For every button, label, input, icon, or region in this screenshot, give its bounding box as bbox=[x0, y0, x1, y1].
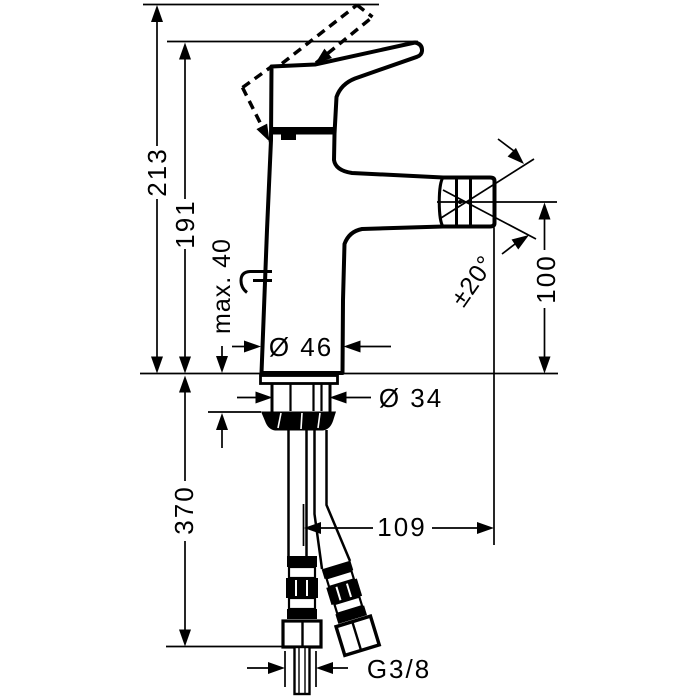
reference-lines bbox=[140, 3, 558, 687]
mounting-shank bbox=[259, 374, 339, 431]
handle-raised-tip bbox=[355, 3, 374, 19]
handle-lowered-edge-top bbox=[241, 65, 273, 89]
thread-tail bbox=[293, 645, 311, 696]
dim-spout-reach-label: 109 bbox=[377, 512, 426, 542]
dim-thread-label: G3/8 bbox=[367, 654, 431, 684]
angle-indicator bbox=[437, 138, 557, 255]
dim-total-height-label: 213 bbox=[142, 147, 172, 196]
left-hose-connector bbox=[281, 556, 323, 696]
dim-shank-diameter-label: Ø 34 bbox=[379, 383, 443, 413]
right-hose-edge bbox=[313, 430, 324, 570]
mounting-nut bbox=[261, 411, 336, 431]
handle-raised-edge-right bbox=[314, 15, 374, 65]
dimension-labels: 213 191 max. 40 370 100 ±20° Ø 46 Ø 34 1… bbox=[142, 147, 561, 684]
cartridge-band bbox=[270, 127, 334, 140]
dim-open-height-label: 191 bbox=[170, 199, 200, 248]
dim-max-thickness-label: max. 40 bbox=[208, 238, 236, 334]
right-hose-connector bbox=[321, 560, 382, 658]
dim-hose-length-label: 370 bbox=[169, 485, 199, 534]
body-outline bbox=[259, 40, 497, 375]
popup-rod bbox=[239, 270, 272, 294]
angle-line-upper bbox=[440, 158, 535, 219]
dim-base-diameter-label: Ø 46 bbox=[269, 332, 333, 362]
dim-spray-angle-label: ±20° bbox=[446, 250, 501, 312]
supply-hoses bbox=[287, 430, 352, 570]
handle-raised-edge-left bbox=[280, 3, 359, 65]
faucet-body bbox=[239, 40, 497, 375]
dimension-lines bbox=[156, 20, 546, 669]
dim-outlet-height-label: 100 bbox=[531, 254, 561, 303]
right-hose-edge bbox=[325, 430, 352, 562]
base-flange bbox=[259, 374, 339, 385]
angle-line-lower bbox=[442, 189, 537, 240]
